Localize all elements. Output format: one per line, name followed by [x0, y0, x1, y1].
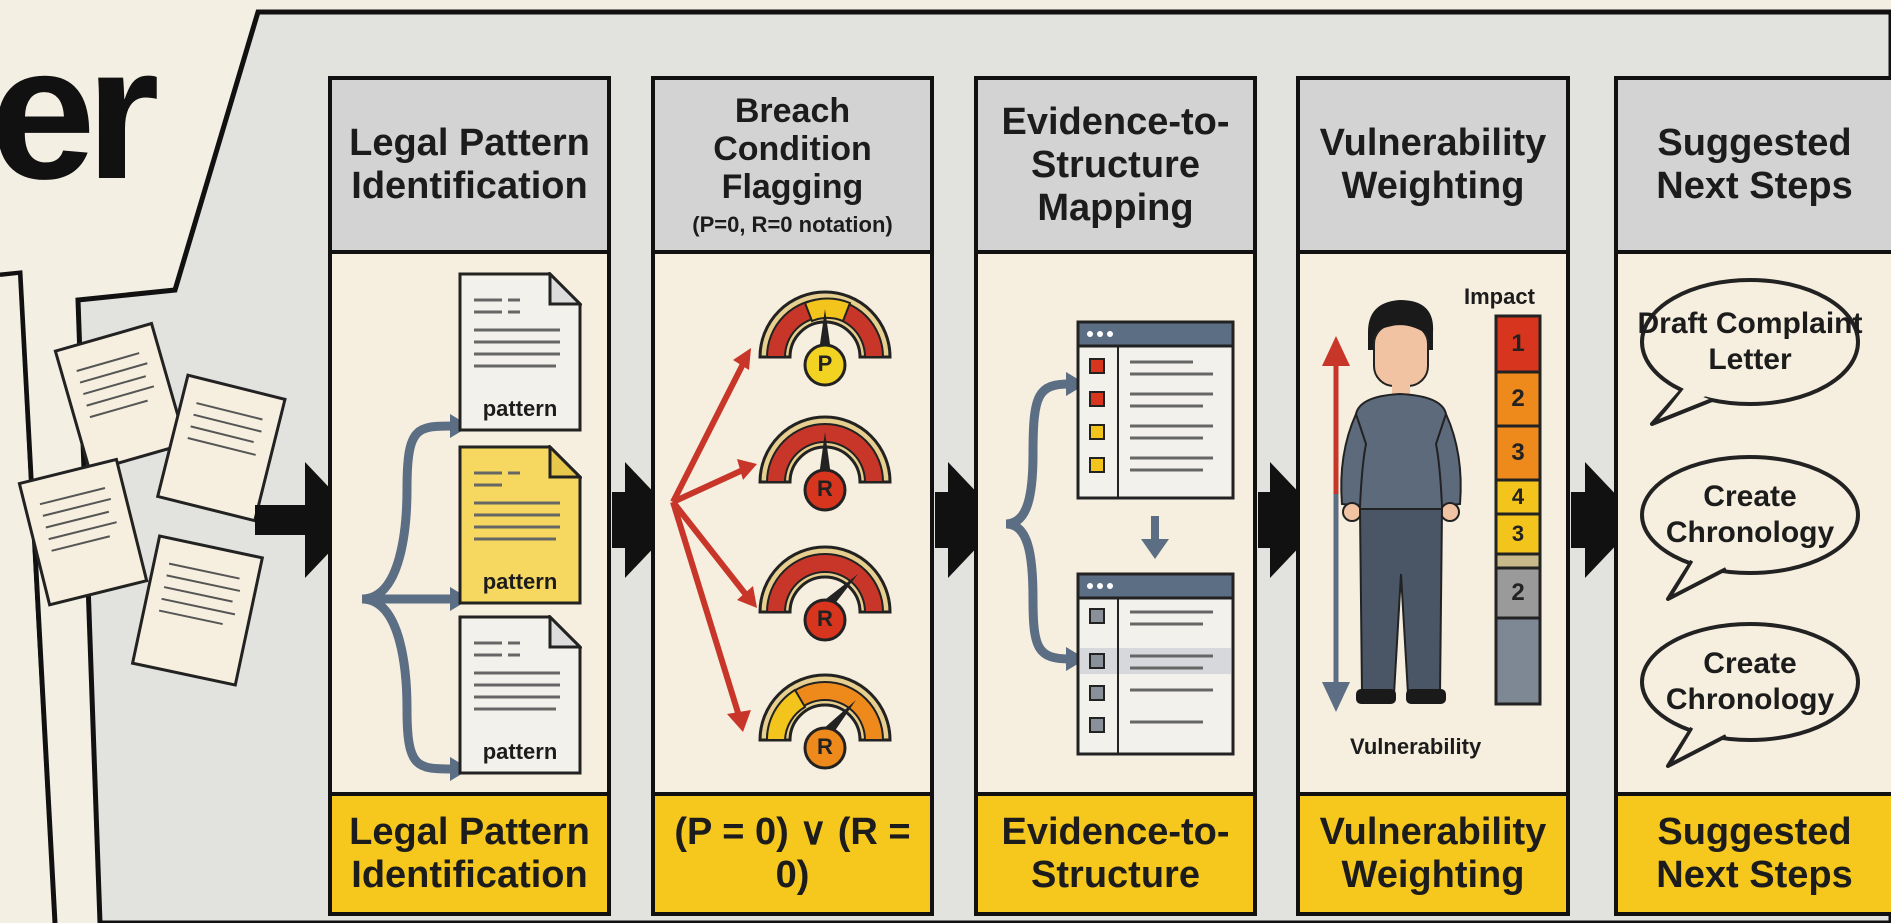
flow-arrow-icon	[1258, 462, 1325, 578]
stage-body: P R R	[655, 254, 930, 796]
person-icon	[1340, 300, 1462, 704]
flag-arrows	[670, 348, 757, 732]
stage-note: (P=0, R=0 notation)	[692, 212, 893, 237]
branch-arrow-icon	[361, 594, 455, 774]
next-step-label: Draft Complaint Letter	[1637, 307, 1863, 376]
branch-arrow-icon	[361, 421, 455, 604]
gauge-label: R	[817, 734, 833, 759]
impact-level: 2	[1511, 385, 1525, 412]
gauge-label: P	[817, 351, 833, 376]
stage-footer-label: (P = 0) ∨ (R = 0)	[674, 811, 911, 896]
branch-arrow-icon	[1005, 379, 1071, 529]
stage-header: Evidence-to-Structure Mapping	[978, 80, 1253, 254]
gauge-icon: R	[750, 534, 900, 644]
stage-footer-label: Legal Pattern Identification	[349, 811, 590, 896]
stage-title: Vulnerability Weighting	[1319, 122, 1547, 207]
stage-footer: Legal Pattern Identification	[332, 792, 607, 912]
flag-arrow-icon	[670, 362, 746, 504]
flow-arrow-icon	[1571, 462, 1640, 578]
double-arrow-icon	[1322, 336, 1350, 712]
document-icon: pattern	[458, 445, 582, 605]
next-step-label: Create Chronology	[1665, 647, 1835, 716]
gauge-icon: R	[750, 404, 900, 514]
impact-level: 4	[1511, 484, 1525, 509]
next-step-label: Create Chronology	[1665, 480, 1835, 549]
left-frame-fill	[0, 275, 52, 923]
stage-footer: Suggested Next Steps	[1618, 792, 1891, 912]
gauge-label: R	[817, 476, 833, 501]
speech-bubble-icon: Create Chronology	[1634, 616, 1866, 770]
down-arrow-icon	[1141, 516, 1169, 559]
pattern-branches	[361, 414, 470, 781]
stage-title: Evidence-to-Structure Mapping	[1001, 100, 1230, 229]
document-sheet	[53, 321, 188, 474]
impact-label: Impact	[1464, 284, 1535, 309]
stage-footer: (P = 0) ∨ (R = 0)	[655, 792, 930, 912]
stage-suggested-next-steps: Suggested Next Steps Draft Complaint Let…	[1614, 76, 1891, 916]
flag-arrow-icon	[671, 466, 747, 505]
stage-vulnerability-weighting: Vulnerability Weighting Impact Vulnerabi…	[1296, 76, 1570, 916]
stage-footer: Evidence-to-Structure	[978, 792, 1253, 912]
stage-evidence-to-structure-mapping: Evidence-to-Structure Mapping	[974, 76, 1257, 916]
document-sheet	[130, 534, 265, 687]
document-sheet	[17, 457, 149, 607]
branch-arrow-icon	[1005, 519, 1071, 664]
flow-arrow-icon	[612, 462, 680, 578]
stage-body	[332, 254, 607, 796]
window-icon	[1076, 572, 1235, 756]
flag-arrow-icon	[670, 501, 742, 717]
window-icon	[1076, 320, 1235, 500]
stage-header: Suggested Next Steps	[1618, 80, 1891, 254]
flow-arrow-icon	[255, 462, 360, 578]
stage-header: Vulnerability Weighting	[1300, 80, 1566, 254]
stage-header: Breach Condition Flagging (P=0, R=0 nota…	[655, 80, 930, 254]
stage-header: Legal Pattern Identification	[332, 80, 607, 254]
vulnerability-label: Vulnerability	[1350, 734, 1482, 759]
mapping-diagram	[1005, 320, 1235, 756]
stage-footer-label: Suggested Next Steps	[1656, 811, 1853, 896]
stage-footer-label: Vulnerability Weighting	[1319, 811, 1547, 896]
impact-level: 3	[1511, 521, 1525, 546]
stage-body: Impact Vulnerability	[1300, 254, 1566, 796]
document-sheet	[155, 373, 287, 523]
vulnerability-figure	[1322, 300, 1542, 712]
impact-level: 1	[1511, 330, 1525, 357]
stage-footer-label: Evidence-to-Structure	[1001, 811, 1230, 896]
impact-level: 3	[1511, 439, 1525, 466]
gauge-icon: P	[750, 279, 900, 389]
documents-icon	[17, 321, 287, 687]
stage-title: Breach Condition Flagging	[713, 92, 872, 206]
stage-breach-condition-flagging: Breach Condition Flagging (P=0, R=0 nota…	[651, 76, 934, 916]
flag-arrow-icon	[670, 500, 750, 598]
gauge-label: R	[817, 606, 833, 631]
stage-body: Draft Complaint Letter Create Chronology…	[1618, 254, 1891, 796]
left-frame-edge	[0, 270, 58, 923]
document-label: pattern	[482, 396, 558, 421]
flow-arrow-icon	[935, 462, 1003, 578]
stage-body	[978, 254, 1253, 796]
document-label: pattern	[482, 739, 558, 764]
stage-title: Suggested Next Steps	[1656, 122, 1853, 207]
gauge-icon: R	[750, 662, 900, 772]
speech-bubble-icon: Draft Complaint Letter	[1634, 274, 1866, 428]
title-fragment: er	[0, 7, 160, 219]
document-label: pattern	[482, 569, 558, 594]
document-icon: pattern	[458, 272, 582, 432]
speech-bubble-icon: Create Chronology	[1634, 449, 1866, 603]
stage-title: Legal Pattern Identification	[349, 122, 590, 207]
impact-level: 2	[1511, 579, 1525, 606]
document-icon: pattern	[458, 615, 582, 775]
stage-footer: Vulnerability Weighting	[1300, 792, 1566, 912]
impact-scale	[1494, 314, 1542, 706]
